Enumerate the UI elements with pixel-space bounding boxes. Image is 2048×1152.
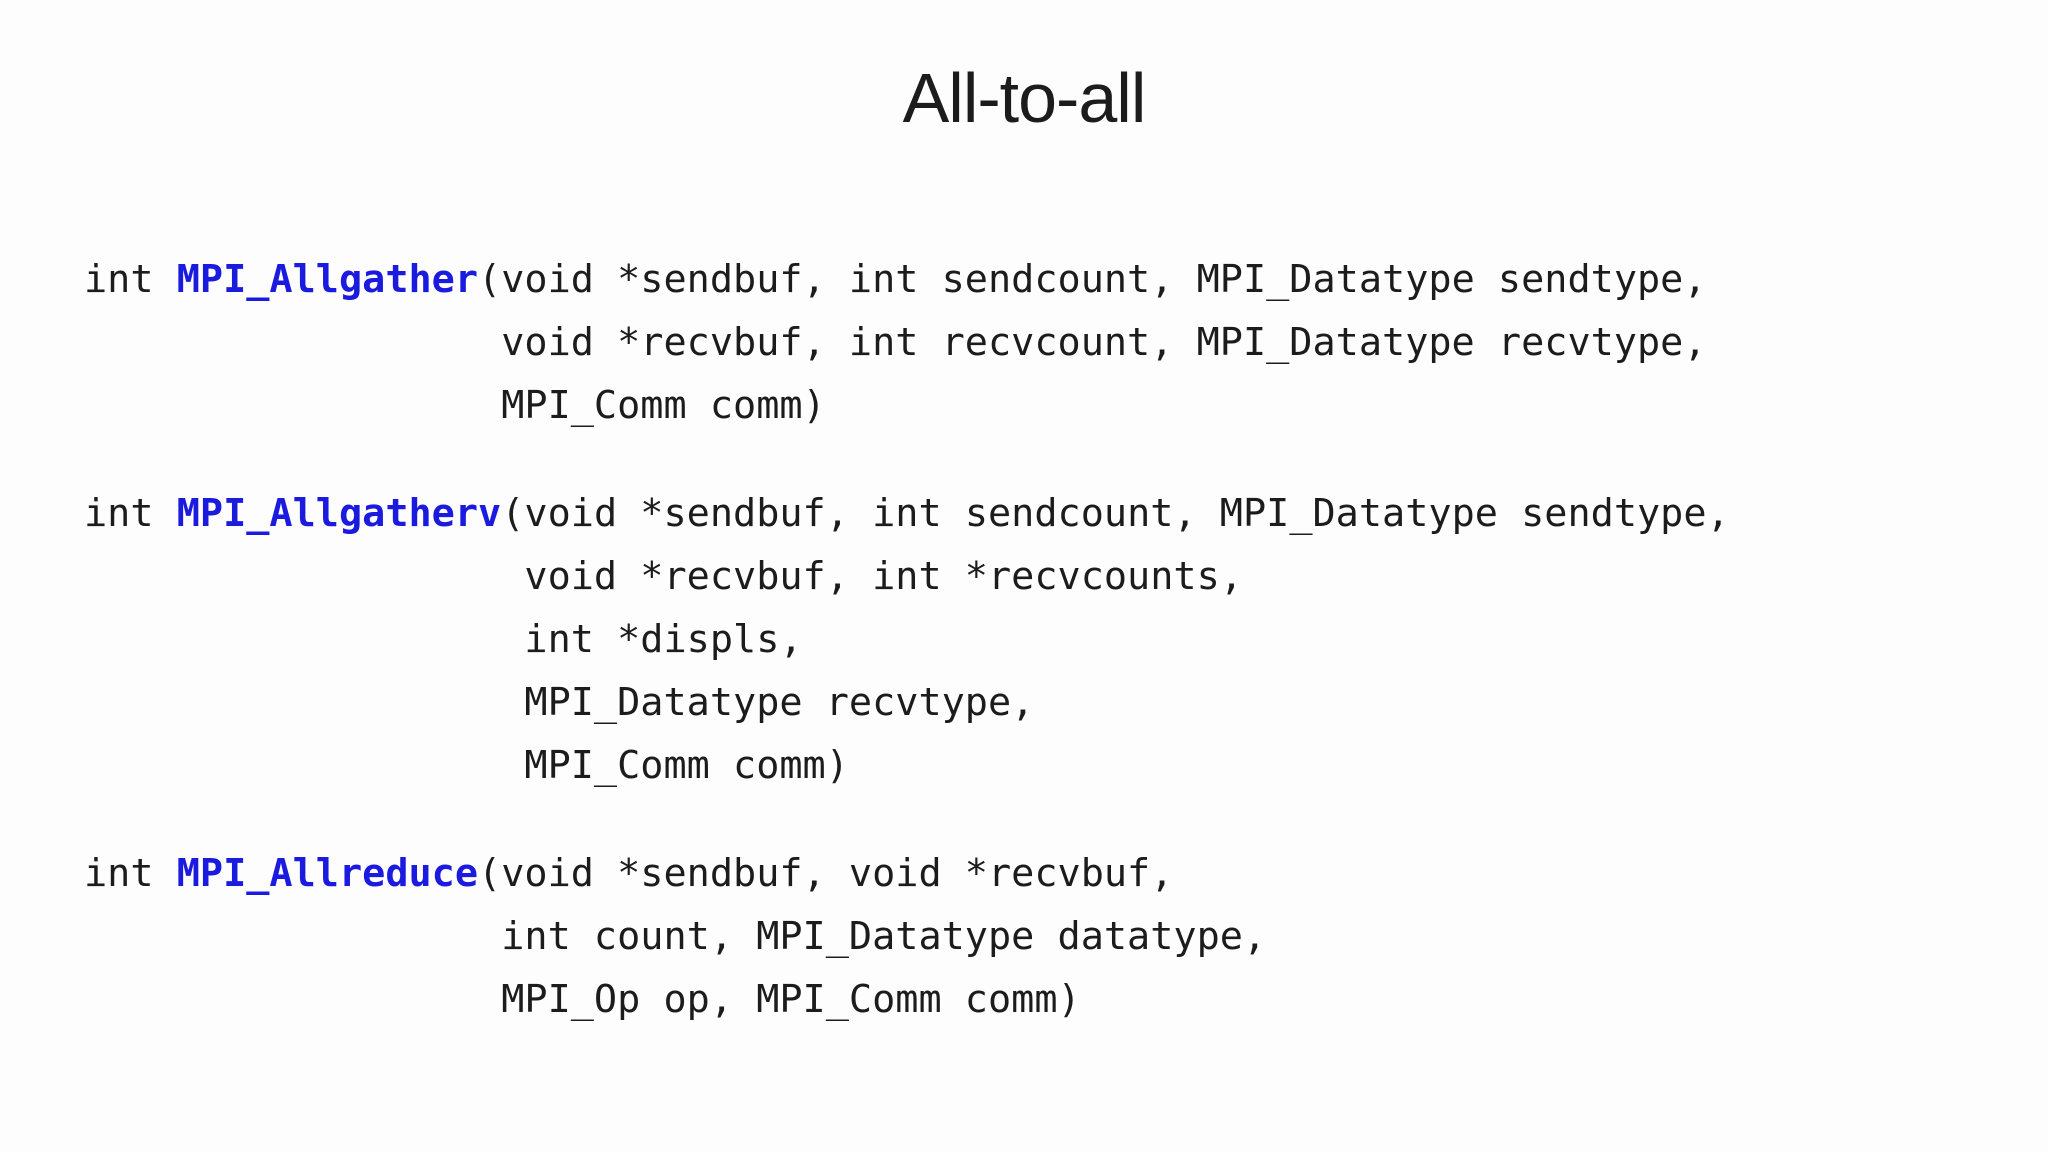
code-return-type: int	[84, 257, 177, 302]
code-signature: (void *sendbuf, int sendcount, MPI_Datat…	[501, 491, 1730, 788]
code-return-type: int	[84, 491, 177, 536]
code-block-mpi-allreduce: int MPI_Allreduce(void *sendbuf, void *r…	[84, 842, 1266, 1031]
function-name-mpi-allreduce: MPI_Allreduce	[176, 851, 479, 896]
code-block-mpi-allgatherv: int MPI_Allgatherv(void *sendbuf, int se…	[84, 482, 1730, 797]
code-signature: (void *sendbuf, void *recvbuf, int count…	[478, 851, 1267, 1022]
function-name-mpi-allgather: MPI_Allgather	[176, 257, 479, 302]
code-return-type: int	[84, 851, 177, 896]
function-name-mpi-allgatherv: MPI_Allgatherv	[176, 491, 502, 536]
slide-title: All-to-all	[902, 59, 1147, 137]
code-signature: (void *sendbuf, int sendcount, MPI_Datat…	[478, 257, 1707, 428]
code-block-mpi-allgather: int MPI_Allgather(void *sendbuf, int sen…	[84, 248, 1707, 437]
